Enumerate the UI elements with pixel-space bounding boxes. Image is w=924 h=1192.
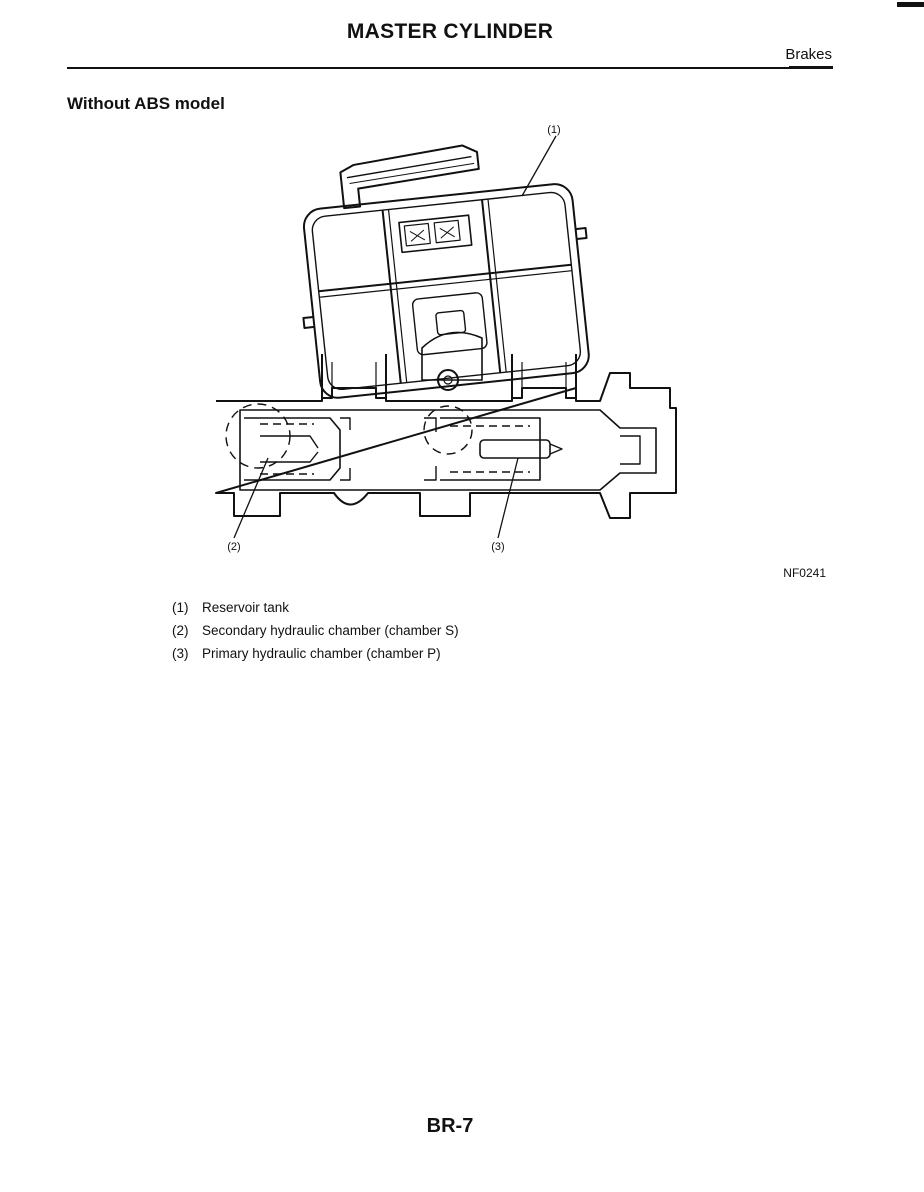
parts-legend: (1) Reservoir tank (2) Secondary hydraulic… (172, 596, 459, 665)
callout-3: (3) (491, 541, 504, 553)
cylinder-body (215, 372, 677, 519)
callout-1: (1) (547, 124, 560, 136)
model-subheading: Without ABS model (67, 94, 225, 113)
legend-label: Reservoir tank (202, 600, 290, 615)
secondary-chamber-detail (225, 403, 291, 469)
leader-line-3 (497, 457, 519, 539)
legend-label: Secondary hydraulic chamber (chamber S) (202, 623, 459, 638)
page-title: MASTER CYLINDER (346, 20, 554, 43)
section-label: Brakes (785, 46, 832, 63)
primary-chamber-detail (423, 405, 473, 455)
reservoir-tank (302, 144, 590, 399)
legend-item: (1) Reservoir tank (172, 596, 459, 619)
legend-number: (2) (172, 623, 189, 638)
master-cylinder-diagram: (1) (2) (3) (215, 124, 677, 553)
legend-number: (1) (172, 600, 189, 615)
legend-number: (3) (172, 646, 189, 661)
leader-line-2 (233, 457, 269, 539)
callout-2: (2) (227, 541, 240, 553)
figure-code: NF0241 (783, 566, 826, 580)
legend-item: (2) Secondary hydraulic chamber (chamber … (172, 619, 459, 642)
page-number: BR-7 (426, 1115, 474, 1137)
leader-line-1 (521, 135, 557, 197)
legend-item: (3) Primary hydraulic chamber (chamber P) (172, 642, 459, 665)
legend-label: Primary hydraulic chamber (chamber P) (202, 646, 441, 661)
header-rule-accent (789, 66, 833, 69)
corner-scan-mark (897, 2, 924, 7)
reservoir-ports (321, 331, 577, 399)
header-rule (67, 67, 833, 69)
